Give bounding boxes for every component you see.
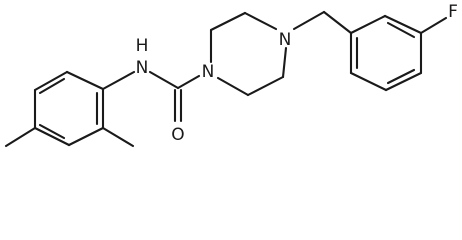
piperazine-n4-label: N (279, 30, 292, 50)
amide-h-label: H (136, 36, 149, 56)
carbonyl-double-bond (173, 88, 183, 123)
fluorine-label: F (448, 2, 458, 22)
amide-n-label: N (136, 58, 149, 78)
carbonyl-n1-bond (176, 74, 201, 90)
piperazine-n1-label: N (202, 62, 215, 82)
dimethylphenyl-ring (33, 70, 105, 147)
c-f-bond (419, 16, 448, 35)
fluorophenyl-ring (349, 14, 423, 92)
ortho-methyl-bond (101, 126, 135, 148)
ch2-aryl-bond (322, 10, 353, 35)
n4-ch2-bond (292, 10, 326, 31)
nh-carbonyl-bond (148, 70, 180, 90)
aryl-nh-bond (101, 70, 136, 91)
chemical-structure: H N N N O F (4, 2, 458, 148)
carbonyl-o-label: O (171, 125, 184, 145)
para-methyl-bond (4, 126, 37, 148)
piperazine-ring (209, 11, 288, 97)
